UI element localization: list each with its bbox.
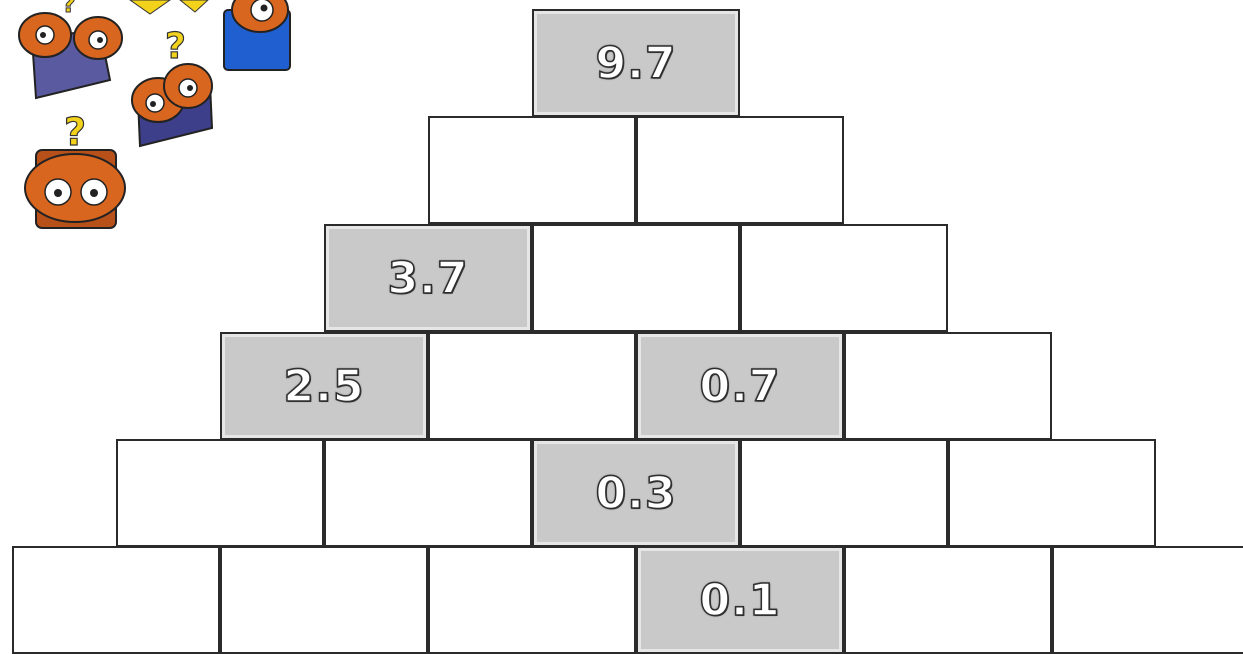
given-brick: 9.7 [532,9,740,117]
empty-brick[interactable] [1052,546,1243,654]
brick-value: 3.7 [388,253,469,304]
brick-value: 0.1 [700,575,781,626]
empty-brick[interactable] [428,332,636,440]
empty-brick[interactable] [948,439,1156,547]
given-brick: 0.7 [636,332,844,440]
empty-brick[interactable] [844,546,1052,654]
empty-brick[interactable] [220,546,428,654]
empty-brick[interactable] [12,546,220,654]
brick-value: 0.7 [700,361,781,412]
empty-brick[interactable] [740,439,948,547]
given-brick: 0.1 [636,546,844,654]
empty-brick[interactable] [532,224,740,332]
empty-brick[interactable] [324,439,532,547]
empty-brick[interactable] [428,546,636,654]
brick-value: 0.3 [596,468,677,519]
given-brick: 3.7 [324,224,532,332]
given-brick: 2.5 [220,332,428,440]
brick-value: 2.5 [284,361,365,412]
empty-brick[interactable] [740,224,948,332]
empty-brick[interactable] [428,116,636,224]
given-brick: 0.3 [532,439,740,547]
empty-brick[interactable] [116,439,324,547]
empty-brick[interactable] [636,116,844,224]
empty-brick[interactable] [844,332,1052,440]
brick-value: 9.7 [596,38,677,89]
